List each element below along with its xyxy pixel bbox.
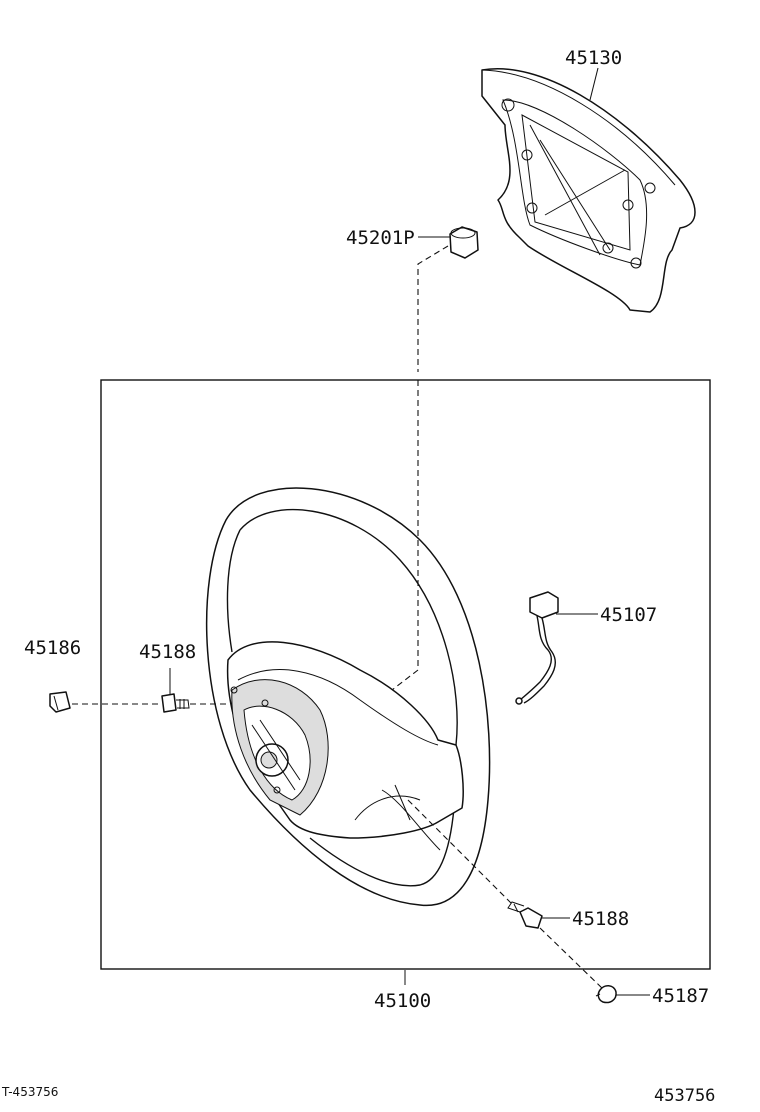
dashline-45188-right bbox=[407, 799, 515, 907]
dashline-45201P bbox=[417, 245, 449, 372]
label-45187: 45187 bbox=[652, 985, 709, 1007]
screw-45188-left[interactable] bbox=[161, 693, 190, 713]
dashline-45187 bbox=[539, 927, 605, 991]
label-45186: 45186 bbox=[24, 637, 81, 659]
label-45100: 45100 bbox=[374, 990, 431, 1012]
label-45188-left: 45188 bbox=[139, 641, 196, 663]
steering-wheel-45100[interactable] bbox=[205, 487, 491, 907]
wire-harness-45107[interactable] bbox=[515, 591, 559, 705]
label-45130: 45130 bbox=[565, 47, 622, 69]
footer-left-code: T-453756 bbox=[1, 1085, 58, 1099]
label-45107: 45107 bbox=[600, 604, 657, 626]
cap-45186[interactable] bbox=[49, 691, 71, 713]
nut-45201P[interactable] bbox=[449, 226, 479, 259]
cap-45187[interactable] bbox=[595, 985, 617, 1004]
screw-45188-right[interactable] bbox=[507, 901, 543, 929]
dashline-hub bbox=[391, 380, 419, 691]
leader-45130 bbox=[589, 67, 599, 101]
airbag-pad-45130[interactable] bbox=[481, 68, 696, 313]
label-45201P: 45201P bbox=[346, 227, 415, 249]
label-45188-right: 45188 bbox=[572, 908, 629, 930]
assembly-frame-45100 bbox=[100, 379, 711, 970]
footer-right-code: 453756 bbox=[654, 1086, 715, 1106]
